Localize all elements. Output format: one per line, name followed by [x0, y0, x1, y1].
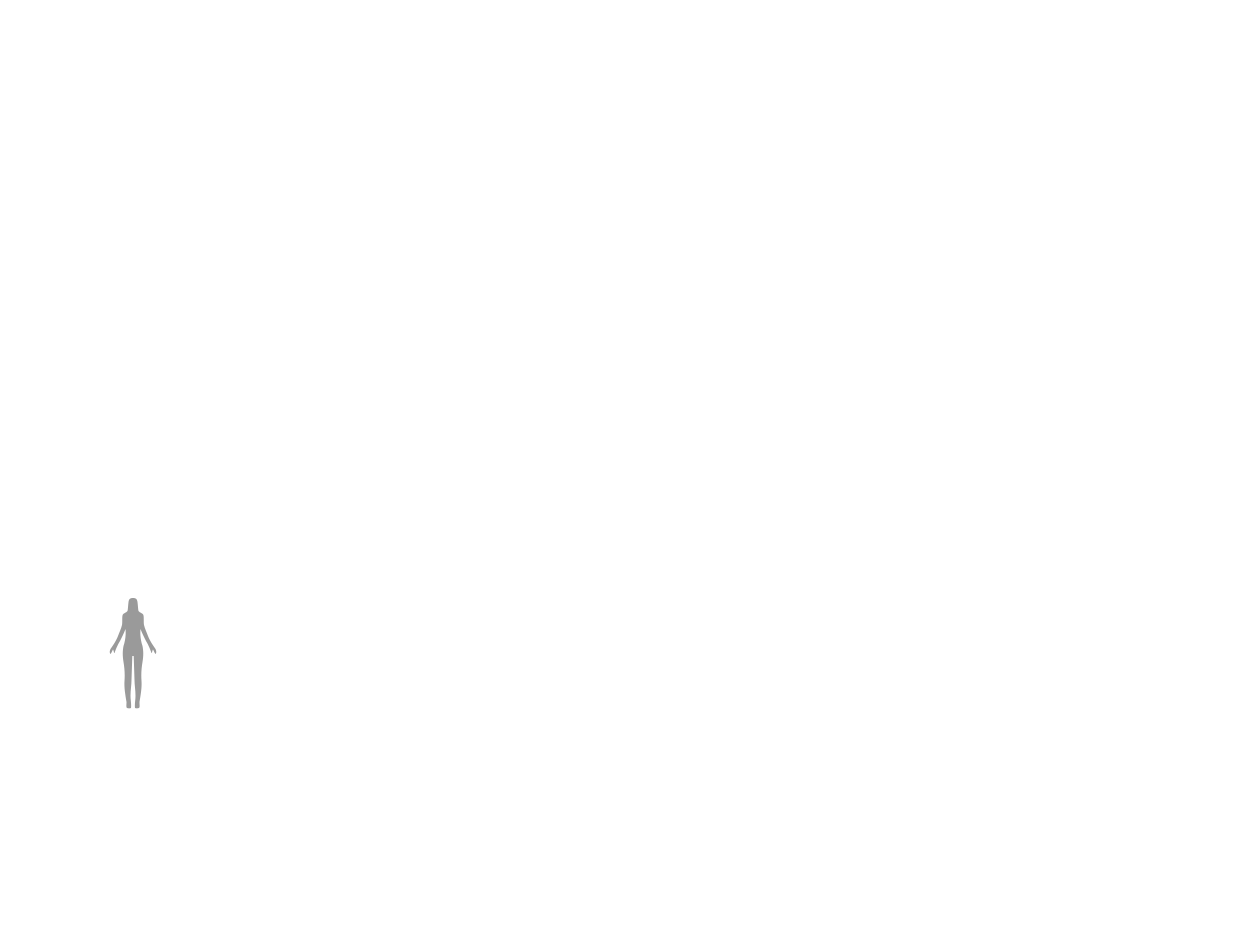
human-silhouette-icon [106, 596, 160, 712]
human-silhouette-svg [109, 598, 157, 709]
silhouette-shape [109, 598, 157, 709]
